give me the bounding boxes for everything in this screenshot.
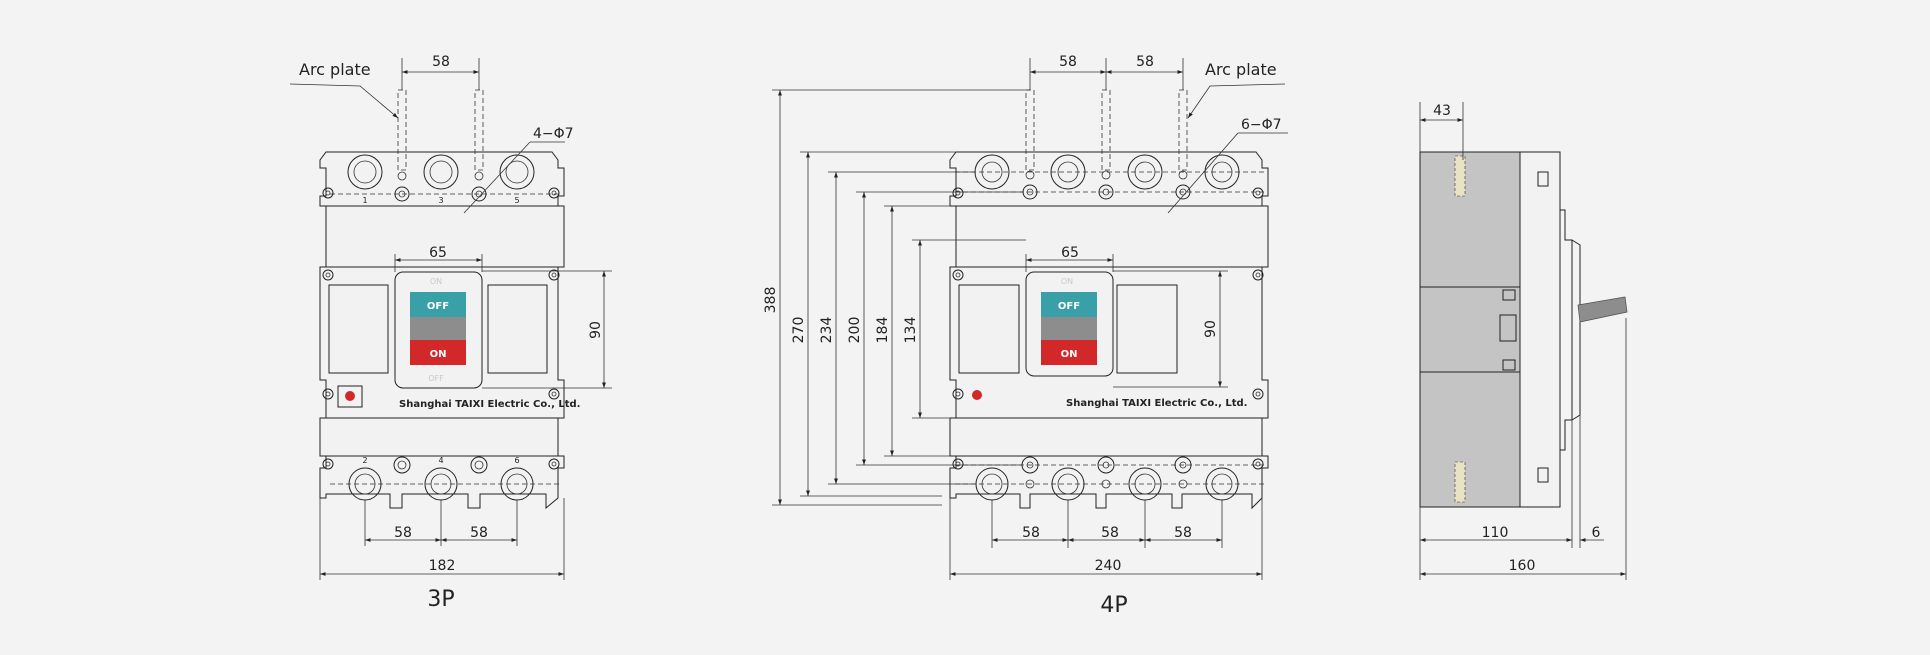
window-left-4p (958, 284, 1020, 374)
dim-4p-bottom-pitch-2: 58 (1101, 525, 1119, 541)
dim-side-total-depth: 160 (1509, 558, 1536, 574)
side-terminal-top (1454, 155, 1466, 197)
dim-4p-height-134: 134 (903, 317, 919, 344)
terminal-label-4: 4 (438, 456, 443, 465)
brand-3p: Shanghai TAIXI Electric Co., Ltd. (399, 399, 580, 410)
arc-plate-label-3p: Arc plate (299, 60, 371, 79)
dim-side-top-depth: 43 (1433, 103, 1451, 119)
side-handle-lever (1577, 296, 1628, 323)
on-label-4p: ON (1061, 349, 1078, 360)
title-3p: 3P (427, 587, 454, 612)
mounting-screws-4p (952, 187, 1264, 470)
dim-4p-height-270: 270 (791, 317, 807, 344)
on-button-3p (410, 340, 466, 365)
off-label-4p: OFF (1058, 301, 1080, 312)
handle-on-top-3p: ON (430, 277, 442, 286)
side-body-cover (1519, 151, 1561, 508)
terminal-label-6: 6 (514, 456, 519, 465)
side-terminal-bottom (1454, 461, 1466, 503)
dim-3p-bottom-pitch-1: 58 (394, 525, 412, 541)
dim-3p-width: 182 (429, 558, 456, 574)
indicator-light-4p (972, 390, 982, 400)
off-button-4p (1041, 292, 1097, 317)
dim-3p-handle-width: 65 (429, 245, 447, 261)
dim-4p-height-200: 200 (847, 317, 863, 344)
dim-4p-handle-width: 65 (1061, 245, 1079, 261)
indicator-box-3p (337, 385, 363, 408)
terminals-top-3p (330, 154, 560, 202)
dim-3p-top-pitch: 58 (432, 54, 450, 70)
dim-4p-width: 240 (1095, 558, 1122, 574)
dim-3p-bottom-pitch-2: 58 (470, 525, 488, 541)
hole-spec-4p: 6−Φ7 (1241, 117, 1282, 133)
mounting-screws-3p (322, 187, 560, 470)
dim-4p-height-184: 184 (875, 317, 891, 344)
brand-4p: Shanghai TAIXI Electric Co., Ltd. (1066, 398, 1247, 409)
dim-side-offset: 6 (1592, 525, 1601, 541)
arc-plate-label-4p: Arc plate (1205, 60, 1277, 79)
handle-grip-4p (1041, 317, 1097, 340)
view-side: 43 110 6 160 (1419, 102, 1628, 580)
dim-4p-height-234: 234 (819, 317, 835, 344)
handle-grip-3p (410, 317, 466, 340)
on-label-3p: ON (430, 349, 447, 360)
dim-4p-height-388: 388 (763, 287, 779, 314)
view-3p: 1 3 5 Arc plate 58 4−Φ7 (289, 54, 612, 612)
handle-frame-3p (394, 271, 483, 389)
dim-4p-handle-height: 90 (1203, 320, 1219, 338)
terminal-label-1: 1 (362, 196, 367, 205)
window-left-3p (328, 284, 389, 374)
terminal-label-3: 3 (438, 196, 443, 205)
side-body-main (1419, 151, 1521, 508)
indicator-light-3p (345, 391, 355, 401)
off-button-3p (410, 292, 466, 317)
window-right-4p (1116, 284, 1178, 374)
window-right-3p (487, 284, 548, 374)
height-dims-4p (772, 89, 1030, 506)
handle-on-top-4p: ON (1061, 277, 1073, 286)
off-label-3p: OFF (427, 301, 449, 312)
terminals-bottom-4p (955, 456, 1264, 501)
dim-3p-handle-height: 90 (588, 321, 604, 339)
view-4p: Arc plate 58 58 6−Φ7 ON OFF (763, 54, 1288, 618)
handle-frame-4p (1025, 271, 1114, 377)
hole-spec-3p: 4−Φ7 (533, 126, 574, 142)
terminal-label-5: 5 (514, 196, 519, 205)
dim-4p-top-pitch-2: 58 (1136, 54, 1154, 70)
on-button-4p (1041, 340, 1097, 365)
terminal-label-2: 2 (362, 456, 367, 465)
dim-4p-bottom-pitch-1: 58 (1022, 525, 1040, 541)
dim-side-body-depth: 110 (1482, 525, 1509, 541)
title-4p: 4P (1100, 593, 1127, 618)
dim-4p-top-pitch-1: 58 (1059, 54, 1077, 70)
handle-off-bottom-3p: OFF (428, 374, 444, 383)
dim-4p-bottom-pitch-3: 58 (1174, 525, 1192, 541)
